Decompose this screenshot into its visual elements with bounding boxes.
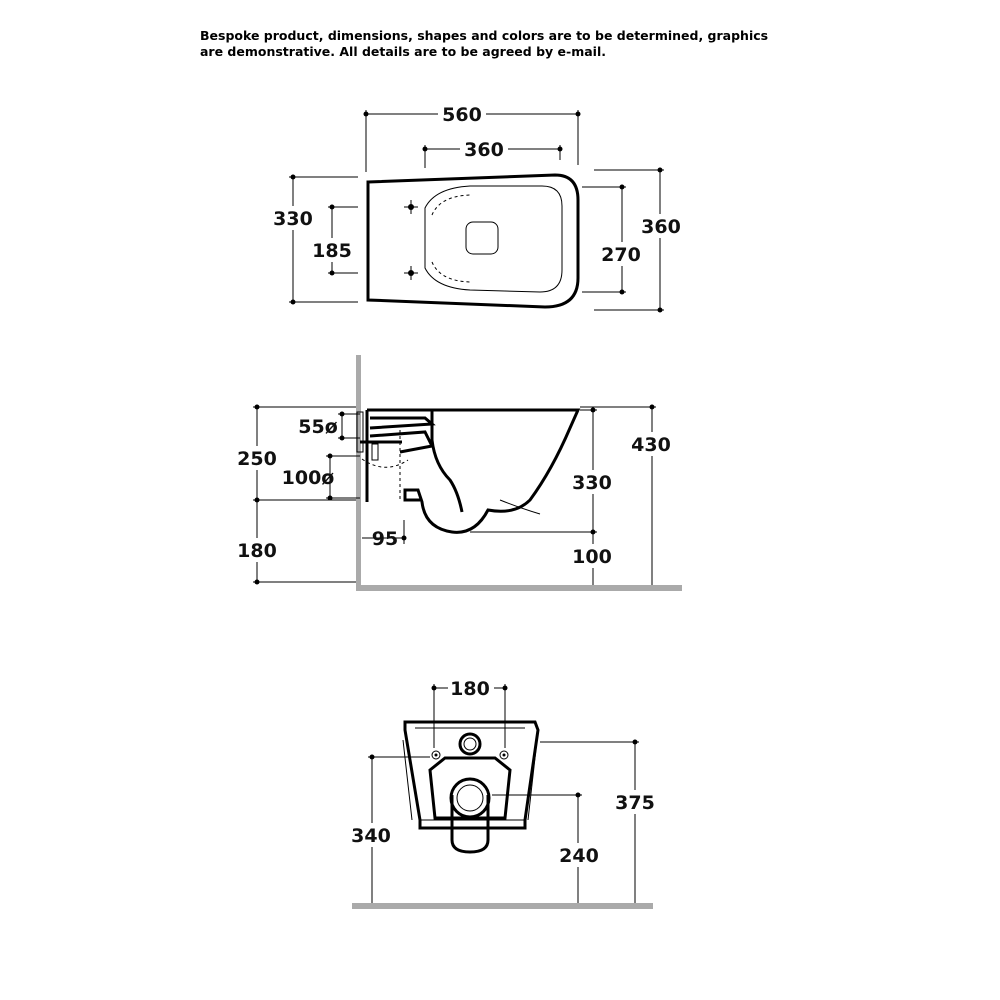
side-view-inlet-channel xyxy=(369,416,436,454)
dimension-label-360-vertical: 360 xyxy=(641,216,681,238)
dimension-label-430: 430 xyxy=(631,434,671,456)
rear-view-inlet-inner xyxy=(463,737,477,751)
dimension-label-100: 100 xyxy=(572,546,612,568)
dimension-330-rear: 330 xyxy=(270,174,358,305)
rear-view-outline xyxy=(403,720,540,830)
dimension-55-diameter: 55ø xyxy=(298,411,360,441)
dimension-label-375: 375 xyxy=(615,792,655,814)
dimension-label-95: 95 xyxy=(372,528,398,550)
rear-view-fixing-hole-left xyxy=(431,750,441,760)
dimension-180-rear: 180 xyxy=(431,676,508,748)
top-view-bowl-rim xyxy=(424,185,563,293)
dimension-240: 240 xyxy=(492,792,602,903)
top-view-fixing-hole-upper xyxy=(404,200,418,214)
dimension-375: 375 xyxy=(540,739,658,903)
side-view-floor xyxy=(356,585,682,591)
dimension-label-270: 270 xyxy=(601,244,641,266)
side-view-rim-inner xyxy=(499,499,541,515)
dimension-430: 430 xyxy=(580,404,674,585)
top-view-drain-square xyxy=(465,221,499,255)
rear-view-inlet-outer xyxy=(458,732,482,756)
dimension-label-55-diameter: 55ø xyxy=(298,416,338,438)
dimension-185-fixing: 185 xyxy=(310,204,358,276)
dimension-250: 250 xyxy=(234,404,356,503)
dimension-100-diameter: 100ø xyxy=(282,453,360,501)
dimension-label-240: 240 xyxy=(559,845,599,867)
dimension-95: 95 xyxy=(362,520,407,550)
dimension-180-side: 180 xyxy=(234,500,356,585)
dimension-100: 100 xyxy=(570,532,616,585)
dimension-560: 560 xyxy=(363,102,581,172)
dimension-label-250: 250 xyxy=(237,448,277,470)
disclaimer-line-1: Bespoke product, dimensions, shapes and … xyxy=(200,28,769,43)
side-view-inlet-fitting xyxy=(371,443,379,461)
rear-view-floor xyxy=(352,903,653,909)
disclaimer-line-2: are demonstrative. All details are to be… xyxy=(200,44,606,59)
dimension-270-bowl: 270 xyxy=(582,184,644,295)
side-view: 250 180 55ø 100ø xyxy=(234,355,682,591)
dimension-label-330-rear: 330 xyxy=(273,208,313,230)
rear-view-spigot xyxy=(450,795,490,854)
dimension-label-185: 185 xyxy=(312,240,352,262)
dimension-label-100-diameter: 100ø xyxy=(282,467,335,489)
side-view-trapway xyxy=(430,410,464,513)
dimension-label-180-side: 180 xyxy=(237,540,277,562)
rear-view: 180 340 375 240 xyxy=(348,676,658,909)
top-view-fixing-hole-lower xyxy=(404,266,418,280)
dimension-340: 340 xyxy=(348,754,430,903)
top-view-bowl-inner xyxy=(431,194,471,283)
top-view: 560 360 330 185 xyxy=(270,102,686,313)
side-view-wall xyxy=(356,355,361,590)
disclaimer-note: Bespoke product, dimensions, shapes and … xyxy=(200,28,840,60)
dimension-label-360-horizontal: 360 xyxy=(464,139,504,161)
side-view-drain-dashed xyxy=(361,430,409,500)
top-view-outline xyxy=(366,173,580,309)
dimension-label-340: 340 xyxy=(351,825,391,847)
dimension-label-180-rear: 180 xyxy=(450,678,490,700)
side-view-bowl-outline xyxy=(365,408,581,534)
rear-view-drain-cover xyxy=(428,756,512,820)
dimension-label-330-side: 330 xyxy=(572,472,612,494)
dimension-360-vertical: 360 xyxy=(594,167,686,313)
dimension-360-horizontal: 360 xyxy=(422,137,563,168)
rear-view-drain-outer xyxy=(449,777,491,819)
rear-view-inner-outline xyxy=(402,727,538,821)
rear-view-drain-inner xyxy=(456,784,484,812)
dimension-label-560: 560 xyxy=(442,104,482,126)
side-view-wall-plate xyxy=(356,411,364,453)
rear-view-fixing-hole-right xyxy=(499,750,509,760)
dimension-330-side: 330 xyxy=(470,407,616,535)
